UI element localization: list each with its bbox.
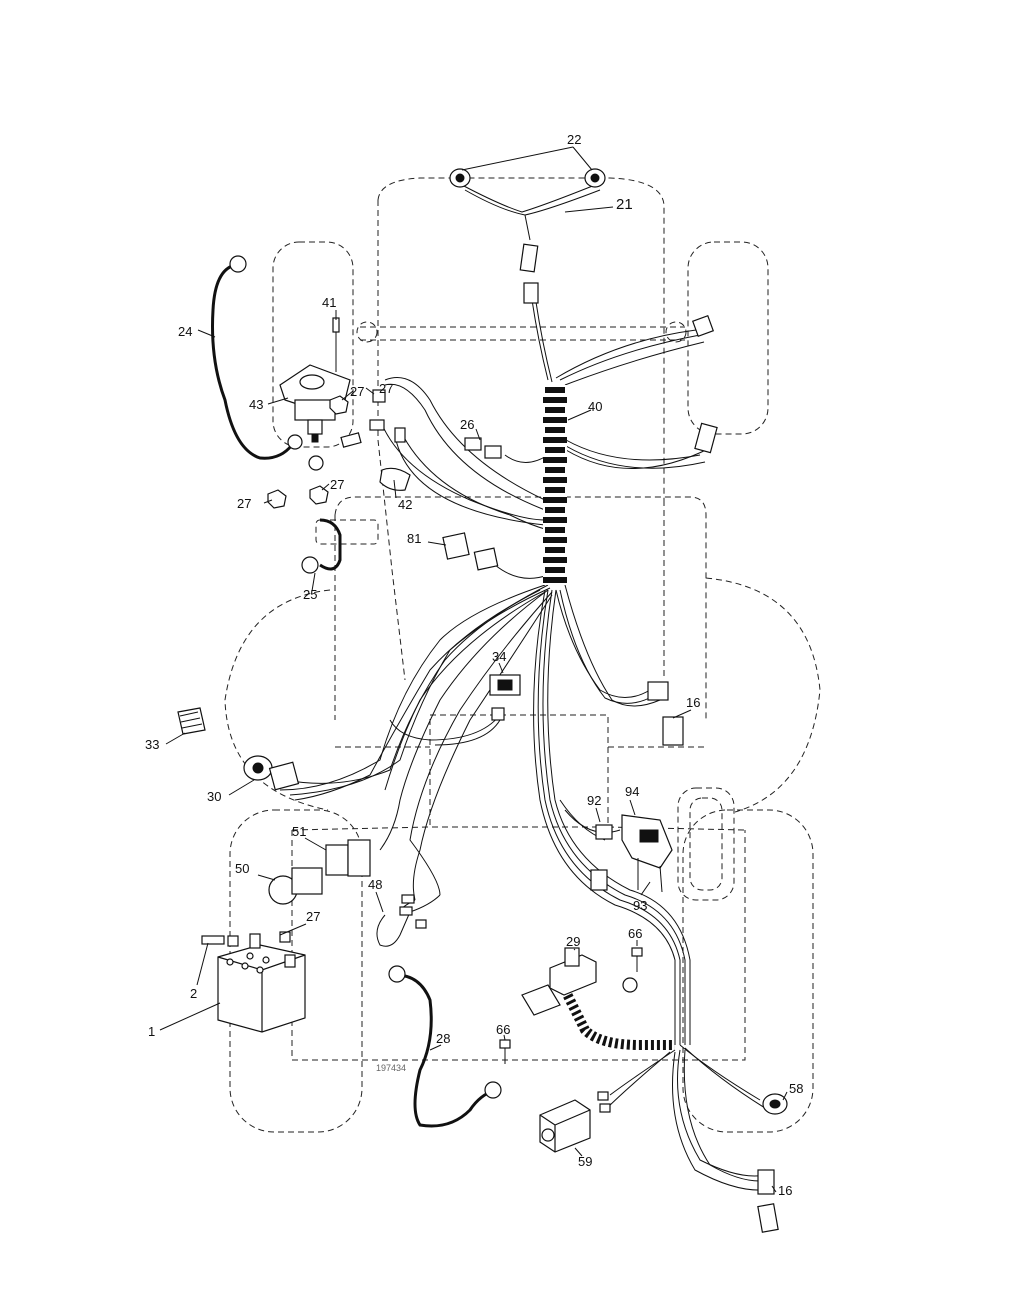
callout-93: 93 bbox=[633, 898, 647, 913]
bracket-94 bbox=[621, 814, 673, 893]
switch-51 bbox=[325, 839, 371, 877]
buzzer-58 bbox=[762, 1093, 788, 1115]
fuse-48 bbox=[376, 894, 427, 947]
battery-bolts bbox=[201, 931, 291, 949]
harness-loom-rear bbox=[560, 987, 675, 1050]
relay-81 bbox=[442, 532, 499, 571]
callout-27-battery: 27 bbox=[306, 909, 320, 924]
callout-21: 21 bbox=[616, 196, 633, 213]
callout-24: 24 bbox=[178, 324, 192, 339]
screw-66-upper bbox=[631, 947, 643, 972]
screw-66-lower bbox=[499, 1039, 511, 1064]
callout-27-nut-right: 27 bbox=[330, 477, 344, 492]
callout-28: 28 bbox=[436, 1031, 450, 1046]
callout-66-upper: 66 bbox=[628, 926, 642, 941]
tag-33 bbox=[177, 707, 206, 735]
callout-2: 2 bbox=[190, 986, 197, 1001]
headlight-connector bbox=[519, 243, 539, 304]
callout-27-nut-left: 27 bbox=[237, 496, 251, 511]
cable-28 bbox=[395, 973, 496, 1128]
module-29 bbox=[521, 947, 597, 1016]
callout-66-lower: 66 bbox=[496, 1022, 510, 1037]
callout-81: 81 bbox=[407, 531, 421, 546]
callout-58: 58 bbox=[789, 1081, 803, 1096]
callout-1: 1 bbox=[148, 1024, 155, 1039]
bolt-41 bbox=[332, 317, 340, 372]
nuts-27 bbox=[267, 395, 349, 509]
connector-16-rear bbox=[757, 1169, 779, 1233]
battery-cables bbox=[211, 263, 496, 1128]
callout-labels: 22 21 24 41 43 27 27 27 27 26 40 42 81 2… bbox=[145, 132, 803, 1198]
callout-22: 22 bbox=[567, 132, 581, 147]
harness-loom-40 bbox=[543, 385, 567, 585]
cable-25 bbox=[319, 518, 342, 571]
connector-16-mid bbox=[647, 681, 684, 746]
switch-92 bbox=[590, 824, 613, 891]
wire-bundles bbox=[279, 184, 771, 1191]
callout-29: 29 bbox=[566, 934, 580, 949]
connectors-front bbox=[340, 389, 502, 459]
drawing-number: 197434 bbox=[376, 1063, 406, 1073]
tractor-outline bbox=[224, 177, 821, 1133]
callout-40: 40 bbox=[588, 399, 602, 414]
callout-33: 33 bbox=[145, 737, 159, 752]
switch-50 bbox=[268, 867, 323, 905]
leader-lines bbox=[159, 146, 788, 1193]
ring-terminals bbox=[229, 255, 638, 1099]
callout-41: 41 bbox=[322, 295, 336, 310]
callout-25: 25 bbox=[303, 587, 317, 602]
ignition-switch-30 bbox=[243, 755, 300, 791]
boot-42 bbox=[379, 467, 411, 491]
callout-59: 59 bbox=[578, 1154, 592, 1169]
coil-59 bbox=[539, 1091, 611, 1153]
battery-1 bbox=[217, 944, 306, 1033]
right-mid-connector bbox=[694, 422, 718, 454]
callout-27-front: 27 bbox=[379, 381, 393, 396]
callout-51: 51 bbox=[292, 824, 306, 839]
switch-34 bbox=[489, 674, 521, 721]
callout-27-solenoid: 27 bbox=[350, 384, 364, 399]
right-front-connector bbox=[691, 314, 715, 338]
callout-26: 26 bbox=[460, 417, 474, 432]
callout-50: 50 bbox=[235, 861, 249, 876]
headlight-right bbox=[584, 168, 606, 188]
callout-30: 30 bbox=[207, 789, 221, 804]
callout-16-rear: 16 bbox=[778, 1183, 792, 1198]
callout-94: 94 bbox=[625, 784, 639, 799]
callout-42: 42 bbox=[398, 497, 412, 512]
callout-16-mid: 16 bbox=[686, 695, 700, 710]
cable-24 bbox=[211, 263, 294, 460]
callout-43: 43 bbox=[249, 397, 263, 412]
callout-34: 34 bbox=[492, 649, 506, 664]
callout-48: 48 bbox=[368, 877, 382, 892]
callout-92: 92 bbox=[587, 793, 601, 808]
headlight-left bbox=[449, 168, 471, 188]
